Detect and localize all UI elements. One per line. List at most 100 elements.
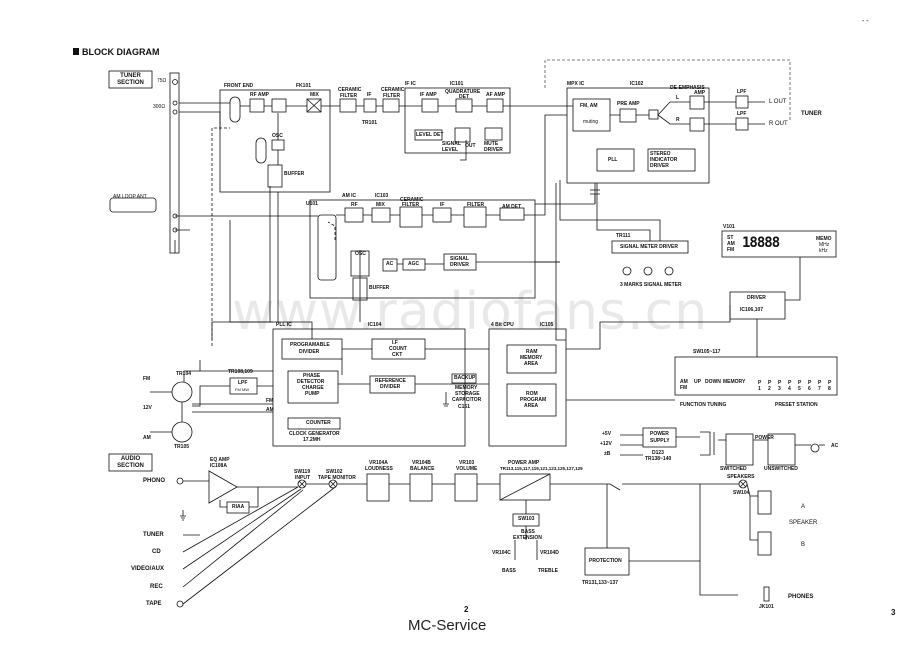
switch-up: UP bbox=[694, 379, 701, 385]
sw-tape-1: SW102 bbox=[326, 469, 343, 475]
mpx-pll: PLL bbox=[608, 157, 618, 163]
pll-phase-1: PHASE bbox=[303, 373, 321, 379]
cpu-part: IC105 bbox=[540, 322, 554, 328]
am-ic-mix: MIX bbox=[376, 202, 385, 208]
power-b: ±B bbox=[604, 451, 611, 457]
if-ic-block bbox=[404, 87, 511, 154]
switch-fm: FM bbox=[680, 385, 688, 391]
front-end-block bbox=[219, 89, 331, 193]
pll-if-count-2: COUNT bbox=[389, 346, 407, 352]
ceramic-filter-2a: CERAMIC bbox=[381, 87, 405, 93]
pll-phase-4: PUMP bbox=[305, 391, 320, 397]
if-ic-quad-2: DET bbox=[459, 94, 469, 100]
switch-am: AM bbox=[680, 379, 688, 385]
tuner-r-out: R OUT bbox=[769, 121, 788, 127]
eq-amp-1: EQ AMP bbox=[210, 457, 230, 463]
power-amp-2: TR113,115,117,119,121,123,125,127,129 bbox=[500, 466, 583, 471]
lpf-label: LPF bbox=[238, 380, 248, 386]
if-ic-part: IC101 bbox=[450, 81, 464, 87]
display-mode-am: AM bbox=[727, 241, 735, 247]
eq-riaa: RIAA bbox=[232, 504, 245, 510]
function-tuning: FUNCTION TUNING bbox=[680, 402, 727, 408]
input-video-aux: VIDEO/AUX bbox=[131, 566, 165, 572]
power-switch: POWER bbox=[755, 435, 774, 441]
power-block-1: POWER bbox=[650, 431, 669, 437]
switch-p2: P 2 bbox=[768, 380, 772, 392]
front-end-title: FRONT END bbox=[224, 83, 254, 89]
tr-fm-label: FM bbox=[143, 376, 151, 382]
mpx-r: R bbox=[676, 117, 680, 123]
fm-line-label: FM bbox=[266, 398, 274, 404]
cpu-rom-1: ROM bbox=[526, 391, 538, 397]
ceramic-filter-2b: FILTER bbox=[383, 93, 401, 99]
front-end-mix: MIX bbox=[310, 92, 319, 98]
lpf-sub: FM MW bbox=[235, 387, 249, 392]
meter-driver: SIGNAL METER DRIVER bbox=[620, 244, 678, 250]
tuner-out-label: TUNER bbox=[801, 111, 822, 117]
cpu-cap-3: CAPACITOR bbox=[452, 397, 482, 403]
mpx-fm-am: FM, AM bbox=[580, 103, 598, 109]
switch-memory: MEMORY bbox=[723, 379, 746, 385]
power-unswitched: UNSWITCHED bbox=[764, 466, 798, 472]
sw104: SW104 bbox=[733, 490, 750, 496]
sw-tape-2: TAPE MONITOR bbox=[318, 475, 356, 481]
input-cd: CD bbox=[152, 549, 161, 555]
switch-part: SW105~117 bbox=[693, 349, 721, 355]
driver-title: DRIVER bbox=[747, 295, 766, 301]
mpx-ic-title: MPX IC bbox=[567, 81, 585, 87]
protection: PROTECTION bbox=[589, 558, 622, 564]
am-ic-buffer: BUFFER bbox=[369, 285, 390, 291]
mpx-stereo-3: DRIVER bbox=[650, 163, 669, 169]
if-stage-tr: TR101 bbox=[362, 120, 378, 126]
page-number-right: 3 bbox=[891, 608, 896, 617]
pll-counter: COUNTER bbox=[306, 420, 331, 426]
tuner-section-box bbox=[108, 70, 153, 89]
if-ic-mute-1: MUTE bbox=[484, 141, 499, 147]
display-memo: MEMO bbox=[816, 236, 832, 242]
cpu-rom-3: AREA bbox=[524, 403, 539, 409]
switch-p4: P 4 bbox=[788, 380, 792, 392]
input-tape: TAPE bbox=[146, 601, 162, 607]
am-ic-am-det: AM DET bbox=[502, 204, 522, 210]
tr104-label: TR104 bbox=[176, 371, 192, 377]
display-digits: 18888 bbox=[742, 235, 780, 251]
sw-input-2: INPUT bbox=[295, 475, 310, 481]
antenna-75-label: 75Ω bbox=[157, 78, 167, 84]
am-ic-signal-2: DRIVER bbox=[450, 262, 469, 268]
mpx-deemph-2: AMP bbox=[694, 90, 706, 96]
protection-tr: TR131,133~137 bbox=[582, 580, 619, 586]
ceramic-filter-1b: FILTER bbox=[340, 93, 358, 99]
mpx-ic-block bbox=[566, 87, 710, 184]
if-ic-title: IF IC bbox=[405, 81, 416, 87]
sw103: SW103 bbox=[518, 516, 535, 522]
am-loop-label: AM LOOP ANT. bbox=[113, 194, 148, 200]
mpx-ic-part: IC102 bbox=[630, 81, 644, 87]
switch-p5: P 5 bbox=[798, 380, 802, 392]
display-unit-khz: kHz bbox=[819, 248, 828, 254]
am-ic-ceramic-1: CERAMIC bbox=[400, 197, 424, 203]
mpx-stereo-2: INDICATOR bbox=[650, 157, 678, 163]
audio-section-label-2: SECTION bbox=[117, 463, 144, 469]
am-ic-title: AM IC bbox=[342, 193, 357, 199]
switch-p7: P 7 bbox=[818, 380, 822, 392]
phones: PHONES bbox=[788, 594, 814, 600]
pll-ref-div-1: REFERENCE bbox=[375, 378, 406, 384]
am-ic-ceramic-2: FILTER bbox=[402, 202, 420, 208]
if-ic-quad-1: QUADRATURE bbox=[445, 89, 481, 95]
power-block-2: SUPPLY bbox=[650, 438, 670, 444]
meter-caption: 3 MARKS SIGNAL METER bbox=[620, 282, 682, 288]
power-tr: TR138~140 bbox=[645, 456, 672, 462]
mpx-lpf-r: LPF bbox=[737, 111, 747, 117]
am-line-label: AM bbox=[266, 407, 274, 413]
pll-ic-title: PLL IC bbox=[276, 322, 292, 328]
cpu-cap-1: MEMORY bbox=[455, 385, 478, 391]
power-amp-block bbox=[499, 473, 551, 501]
cpu-ram-2: MEMORY bbox=[520, 355, 543, 361]
cpu-c: C151 bbox=[458, 404, 470, 410]
switch-p8: P 8 bbox=[828, 380, 832, 392]
antenna-300-label: 300Ω bbox=[153, 104, 166, 110]
display-unit-mhz: MHz bbox=[819, 242, 830, 248]
mpx-lpf-l: LPF bbox=[737, 89, 747, 95]
page-title: BLOCK DIAGRAM bbox=[82, 47, 160, 57]
